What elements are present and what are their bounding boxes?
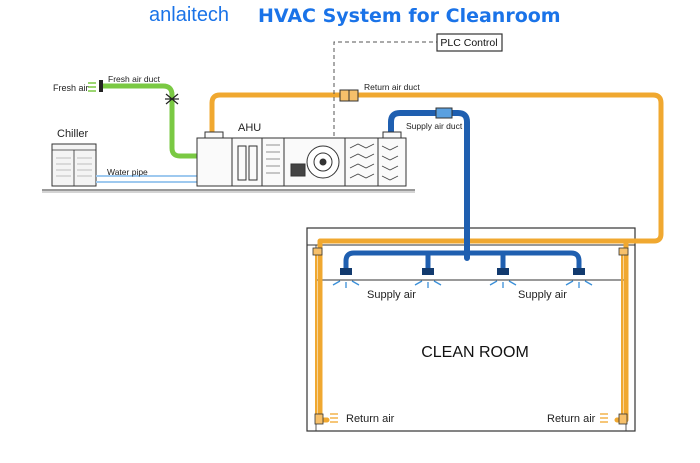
water-pipe-label: Water pipe	[107, 167, 148, 177]
header: anlaitech HVAC System for Cleanroom	[0, 0, 700, 30]
clean-room-label: CLEAN ROOM	[421, 344, 529, 361]
return-air-duct-label: Return air duct	[364, 82, 420, 92]
ahu-unit	[196, 131, 407, 187]
fresh-air-duct-label: Fresh air duct	[108, 74, 161, 84]
fresh-air-filter	[99, 80, 103, 92]
clean-room	[306, 227, 636, 432]
return-air-label-left: Return air	[346, 413, 395, 425]
fresh-air-label: Fresh air	[53, 83, 89, 93]
fresh-air-arrow	[88, 82, 96, 92]
return-air-duct	[209, 92, 664, 423]
plc-control-box	[436, 33, 503, 52]
supply-air-label-left: Supply air	[367, 289, 416, 301]
return-air-valves	[312, 247, 629, 425]
page-title: HVAC System for Cleanroom	[258, 5, 561, 27]
supply-air-duct	[343, 110, 582, 273]
plc-control-line	[333, 41, 440, 138]
supply-air-label-right: Supply air	[518, 289, 567, 301]
water-pipe	[96, 175, 197, 183]
supply-diffusers	[340, 268, 585, 275]
plc-control-label: PLC Control	[440, 37, 497, 49]
chiller-label: Chiller	[57, 128, 89, 140]
chiller	[51, 143, 97, 187]
return-air-label-right: Return air	[547, 413, 596, 425]
fresh-air-damper	[165, 93, 179, 105]
fresh-air-duct	[100, 83, 200, 159]
airflow-arrows	[332, 280, 593, 288]
brand-name: anlaitech	[149, 4, 230, 26]
ahu-label: AHU	[238, 122, 261, 134]
return-air-arrows	[330, 413, 608, 423]
supply-air-duct-label: Supply air duct	[406, 121, 463, 131]
supply-air-damper	[435, 107, 453, 119]
